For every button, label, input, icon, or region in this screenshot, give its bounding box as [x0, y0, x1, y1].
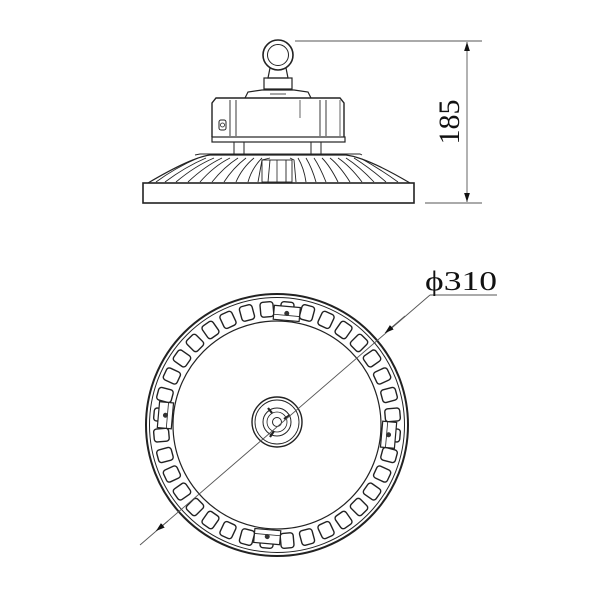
- cooling-slot: [259, 300, 275, 318]
- cooling-slot: [162, 465, 182, 483]
- cooling-slot: [298, 528, 316, 546]
- cooling-slot: [317, 310, 335, 330]
- diameter-dimension-label: ϕ310: [425, 266, 497, 296]
- cooling-slot: [334, 320, 353, 340]
- cooling-slot: [162, 367, 182, 385]
- top-view: [145, 293, 409, 557]
- cooling-slot: [279, 532, 295, 550]
- mounting-bracket: [253, 527, 282, 546]
- cooling-slot: [380, 446, 398, 464]
- center-hub: [251, 396, 303, 448]
- cooling-slot: [372, 367, 392, 385]
- mounting-bracket: [379, 420, 398, 449]
- cooling-slot: [152, 427, 170, 443]
- cooling-slots: [152, 300, 402, 550]
- eye-bolt: [262, 39, 294, 90]
- cooling-slot: [334, 510, 353, 530]
- cooling-slot: [185, 497, 205, 517]
- cooling-slot: [201, 320, 220, 340]
- cooling-slot: [172, 482, 192, 501]
- cooling-slot: [156, 446, 174, 464]
- cooling-slot: [362, 482, 382, 501]
- driver-housing: [211, 97, 346, 143]
- diameter-dimension: ϕ310: [139, 266, 497, 546]
- heatsink-fins: [147, 153, 411, 184]
- cooling-slot: [349, 497, 369, 517]
- cooling-slot: [384, 407, 402, 423]
- cooling-slot: [349, 333, 369, 353]
- base-plate: [142, 182, 415, 204]
- cooling-slot: [238, 528, 256, 546]
- cooling-slot: [172, 349, 192, 368]
- cooling-slot: [372, 465, 392, 483]
- mounting-bracket: [156, 401, 175, 430]
- mounting-brackets: [156, 304, 398, 546]
- cooling-slot: [201, 510, 220, 530]
- side-view: [142, 39, 415, 204]
- cooling-slot: [317, 520, 335, 540]
- cooling-slot: [298, 304, 316, 322]
- cooling-slot: [219, 310, 237, 330]
- cooling-slot: [380, 386, 398, 404]
- height-dimension: 185: [295, 40, 482, 204]
- cooling-slot: [362, 349, 382, 368]
- cooling-slot: [185, 333, 205, 353]
- height-dimension-label: 185: [433, 100, 466, 145]
- cooling-slot: [219, 520, 237, 540]
- cooling-slot: [238, 304, 256, 322]
- cooling-slot: [156, 386, 174, 404]
- mounting-bracket: [272, 304, 301, 323]
